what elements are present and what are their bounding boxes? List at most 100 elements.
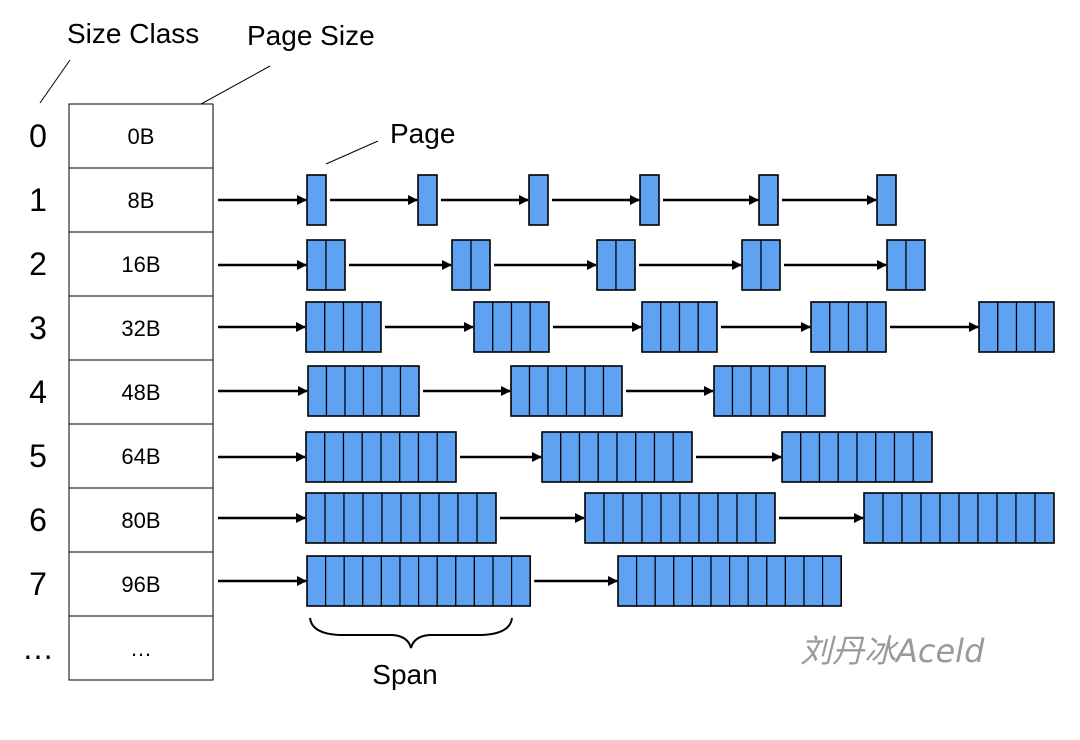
span [978, 301, 1055, 353]
page-block [417, 174, 438, 226]
page-block [697, 301, 718, 353]
span [617, 555, 842, 607]
page-block [597, 431, 618, 483]
page-size-value: 96B [121, 572, 160, 597]
page-callout-label: Page [390, 118, 455, 149]
page-block [997, 301, 1018, 353]
page-block [399, 431, 420, 483]
span-outline [473, 301, 550, 353]
table-cell [68, 551, 214, 617]
span [305, 301, 382, 353]
page-block [784, 555, 805, 607]
page-size-value: 32B [121, 316, 160, 341]
table-cell [68, 423, 214, 489]
page-block [660, 301, 681, 353]
page-block [418, 555, 438, 607]
page-block [476, 492, 497, 544]
page-block [866, 301, 887, 353]
span [876, 174, 897, 226]
page-block [381, 365, 402, 417]
page-block [821, 555, 842, 607]
table-cell [68, 167, 214, 233]
page-block [361, 431, 382, 483]
page-block [912, 431, 933, 483]
span [758, 174, 779, 226]
page-block [876, 174, 897, 226]
page-block [511, 555, 531, 607]
span [510, 365, 623, 417]
size-class-index: 2 [29, 246, 47, 282]
page-block [698, 492, 719, 544]
span-outline [886, 239, 926, 291]
page-size-value: 80B [121, 508, 160, 533]
page-block [893, 431, 914, 483]
page-block [750, 365, 771, 417]
size-class-index: 5 [29, 438, 47, 474]
page-block [781, 431, 802, 483]
page-block [324, 301, 345, 353]
span [306, 239, 346, 291]
size-class-index: 7 [29, 566, 47, 602]
size-class-row: 7 96B [29, 551, 214, 617]
page-size-value: 0B [128, 124, 155, 149]
span-list-row [218, 365, 826, 417]
table-cell [68, 487, 214, 553]
span-list-row [218, 492, 1055, 544]
page-block [768, 365, 789, 417]
page-block [306, 555, 327, 607]
span-outline [978, 301, 1055, 353]
page-block [800, 431, 821, 483]
span [417, 174, 438, 226]
page-block [362, 555, 382, 607]
page-block [731, 365, 752, 417]
page-block [847, 301, 868, 353]
span-outline [584, 492, 776, 544]
page-block [616, 431, 637, 483]
span-outline [641, 301, 718, 353]
size-class-header: Size Class [67, 18, 199, 49]
page-block [528, 174, 549, 226]
span [584, 492, 776, 544]
span [451, 239, 491, 291]
page-block [635, 555, 656, 607]
page-block [653, 431, 674, 483]
page-block [736, 492, 757, 544]
span [306, 555, 531, 607]
span [307, 365, 420, 417]
page-block [818, 431, 839, 483]
page-block [584, 365, 605, 417]
span-outline [528, 174, 549, 226]
span-outline [305, 492, 497, 544]
span-list-row [218, 301, 1055, 353]
page-block [325, 555, 345, 607]
page-block [451, 239, 472, 291]
span [641, 301, 718, 353]
page-block [728, 555, 749, 607]
page-block [741, 239, 762, 291]
page-block [343, 555, 364, 607]
page-block [747, 555, 768, 607]
span-list-row [218, 239, 926, 291]
page-block [419, 492, 440, 544]
page-block [717, 492, 738, 544]
span-outline [510, 365, 623, 417]
page-block [939, 492, 960, 544]
span-outline [305, 431, 457, 483]
span-outline [541, 431, 693, 483]
page-block [305, 431, 326, 483]
page-block [455, 555, 475, 607]
page-block [399, 555, 420, 607]
page-leader-line [325, 140, 379, 165]
page-block [758, 174, 779, 226]
page-block [510, 365, 531, 417]
span-list-row [218, 431, 933, 483]
page-size-value: 16B [121, 252, 160, 277]
page-block [635, 431, 656, 483]
page-block [565, 365, 586, 417]
